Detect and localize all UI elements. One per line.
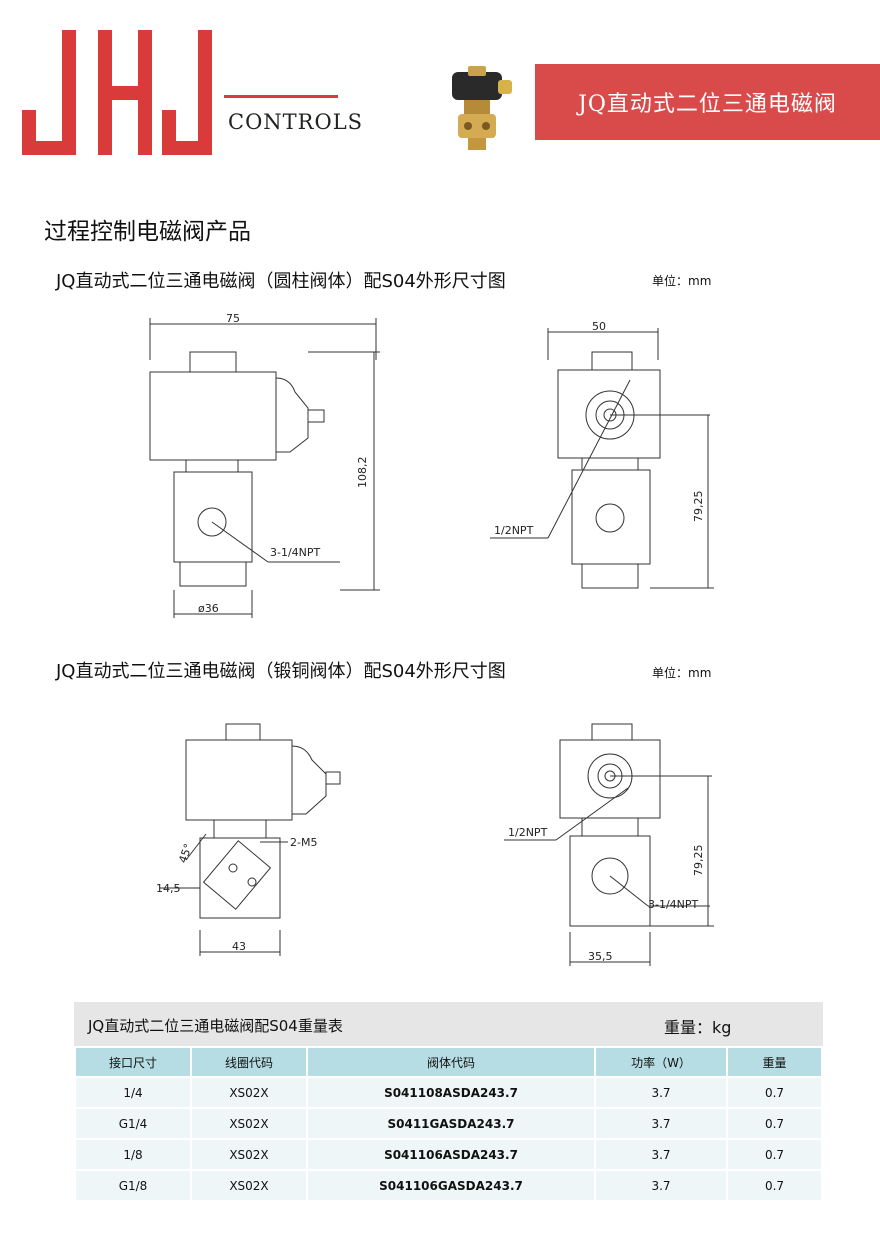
cell-body-code: S041106GASDA243.7 — [308, 1171, 594, 1200]
cell-port: 1/4 — [76, 1078, 190, 1107]
table-row: G1/4 XS02X S0411GASDA243.7 3.7 0.7 — [76, 1109, 821, 1138]
dim-width-side: 50 — [592, 320, 606, 333]
section-title-forged: JQ直动式二位三通电磁阀（锻铜阀体）配S04外形尺寸图 — [56, 661, 506, 682]
col-header: 接口尺寸 — [76, 1048, 190, 1076]
screw-label: 2-M5 — [290, 836, 317, 849]
logo-controls-text: CONTROLS — [228, 110, 364, 134]
cell-power: 3.7 — [596, 1140, 726, 1169]
table-row: G1/8 XS02X S041106GASDA243.7 3.7 0.7 — [76, 1171, 821, 1200]
side-view-2: 1/2NPT 3-1/4NPT 79,25 35,5 — [504, 723, 714, 966]
weight-table-grid: 接口尺寸 线圈代码 阀体代码 功率（W） 重量 1/4 XS02X S04110… — [74, 1046, 823, 1202]
cell-coil: XS02X — [192, 1171, 306, 1200]
cell-power: 3.7 — [596, 1171, 726, 1200]
cell-port: G1/8 — [76, 1171, 190, 1200]
col-header: 阀体代码 — [308, 1048, 594, 1076]
dim-width-front: 75 — [226, 312, 240, 325]
dim-height-side: 79,25 — [692, 491, 705, 523]
product-banner: JQ直动式二位三通电磁阀 — [535, 64, 880, 140]
dim-width-front-2: 43 — [232, 940, 246, 953]
cell-coil: XS02X — [192, 1140, 306, 1169]
cell-coil: XS02X — [192, 1078, 306, 1107]
drawing-cylinder-body: 75 3-1/4NPT 108,2 ø36 50 1/2NPT — [149, 312, 714, 618]
port-label-side-2: 3-1/4NPT — [648, 898, 699, 911]
drawing-forged-body: 2-M5 45° 14,5 43 1/2NPT 3-1/4NPT 79,25 3… — [156, 723, 714, 966]
port-label-front: 3-1/4NPT — [270, 546, 321, 559]
cell-body-code: S041108ASDA243.7 — [308, 1078, 594, 1107]
dim-height-front: 108,2 — [356, 457, 369, 489]
cell-port: 1/8 — [76, 1140, 190, 1169]
weight-unit: 重量：kg — [664, 1018, 732, 1037]
weight-table-header: JQ直动式二位三通电磁阀配S04重量表 重量：kg — [74, 1002, 823, 1046]
cell-port: G1/4 — [76, 1109, 190, 1138]
port-label-side-top: 1/2NPT — [508, 826, 548, 839]
unit-label-2: 单位：mm — [652, 666, 712, 680]
cell-weight: 0.7 — [728, 1140, 821, 1169]
logo-rule — [224, 95, 338, 98]
cell-power: 3.7 — [596, 1078, 726, 1107]
cell-body-code: S0411GASDA243.7 — [308, 1109, 594, 1138]
cell-weight: 0.7 — [728, 1078, 821, 1107]
port-label-side: 1/2NPT — [494, 524, 534, 537]
weight-table: JQ直动式二位三通电磁阀配S04重量表 重量：kg 接口尺寸 线圈代码 阀体代码… — [74, 1002, 823, 1202]
cell-coil: XS02X — [192, 1109, 306, 1138]
valve-product-image — [452, 66, 512, 150]
cell-weight: 0.7 — [728, 1109, 821, 1138]
front-view: 75 3-1/4NPT 108,2 ø36 — [149, 312, 380, 618]
jhj-logo — [22, 30, 212, 155]
weight-table-title: JQ直动式二位三通电磁阀配S04重量表 — [88, 1017, 343, 1035]
table-header-row: 接口尺寸 线圈代码 阀体代码 功率（W） 重量 — [76, 1048, 821, 1076]
cell-body-code: S041106ASDA243.7 — [308, 1140, 594, 1169]
cell-power: 3.7 — [596, 1109, 726, 1138]
col-header: 功率（W） — [596, 1048, 726, 1076]
cell-weight: 0.7 — [728, 1171, 821, 1200]
dim-width-side-2: 35,5 — [588, 950, 613, 963]
page-title: 过程控制电磁阀产品 — [44, 219, 251, 245]
table-row: 1/4 XS02X S041108ASDA243.7 3.7 0.7 — [76, 1078, 821, 1107]
front-view-2: 2-M5 45° 14,5 43 — [156, 723, 341, 956]
col-header: 线圈代码 — [192, 1048, 306, 1076]
section-title-cylinder: JQ直动式二位三通电磁阀（圆柱阀体）配S04外形尺寸图 — [56, 271, 506, 292]
angle-label: 45° — [176, 842, 195, 865]
offset-label: 14,5 — [156, 882, 181, 895]
side-view: 50 1/2NPT 79,25 — [490, 320, 714, 589]
table-row: 1/8 XS02X S041106ASDA243.7 3.7 0.7 — [76, 1140, 821, 1169]
col-header: 重量 — [728, 1048, 821, 1076]
unit-label: 单位：mm — [652, 274, 712, 288]
dim-height-side-2: 79,25 — [692, 845, 705, 877]
dim-diameter: ø36 — [198, 602, 219, 615]
